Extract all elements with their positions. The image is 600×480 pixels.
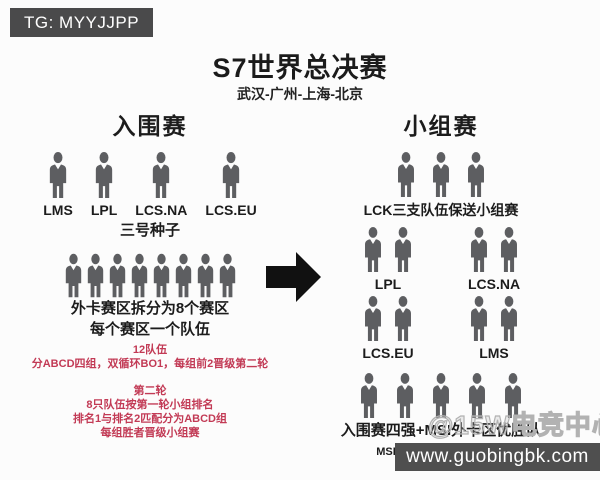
region-pairs-grid: LPL LCS.NA LCS.EU — [335, 227, 547, 365]
seed-teams-row: LMS LPL LCS.NA LCS.EU — [43, 152, 257, 218]
team-label: LCS.NA — [135, 202, 188, 218]
lck-caption: LCK三支队伍保送小组赛 — [363, 202, 519, 218]
format-note: 第二轮 — [133, 385, 167, 397]
person-icon — [153, 152, 170, 198]
person-icon — [501, 227, 517, 272]
tg-handle-banner: TG: MYYJJPP — [10, 8, 154, 37]
seed-caption: 三号种子 — [119, 222, 180, 239]
person-icon — [95, 152, 113, 198]
playin-section: 入围赛 LMS LPL LCS.NA — [28, 110, 272, 440]
team-label: LCS.NA — [467, 276, 521, 292]
team-pictograph — [92, 152, 116, 198]
person-icon — [398, 152, 414, 197]
site-url-banner: www.guobingbk.com — [395, 443, 600, 471]
team-pictograph-pair — [362, 227, 414, 272]
person-icon — [397, 373, 413, 418]
person-icon — [131, 253, 147, 298]
person-icon — [65, 253, 81, 298]
seed-team-lcs-eu: LCS.EU — [205, 152, 257, 218]
person-icon — [87, 253, 103, 298]
person-icon — [395, 296, 411, 341]
wildcard-line-2: 每个赛区一个队伍 — [89, 321, 210, 338]
team-pictograph — [219, 152, 243, 198]
team-pictograph-pair — [468, 296, 520, 341]
right-arrow-icon — [266, 251, 322, 303]
group-stage-section: 小组赛 LCK三支队伍保送小组赛 LPL — [335, 110, 547, 459]
person-icon — [501, 296, 517, 341]
qualifier-caption: 入围赛四强+MSI外卡区优胜队 — [340, 422, 542, 439]
team-label: LMS — [43, 202, 73, 218]
team-pictograph — [46, 152, 70, 198]
team-label: LPL — [374, 276, 402, 292]
person-icon — [49, 152, 67, 198]
region-lms: LMS — [441, 296, 547, 361]
person-icon — [219, 253, 235, 298]
person-icon — [153, 253, 169, 298]
person-icon — [175, 253, 191, 298]
person-icon — [361, 373, 377, 418]
person-icon — [365, 227, 381, 272]
team-label: LCS.EU — [362, 345, 414, 361]
person-icon — [468, 152, 484, 197]
site-url-label: www.guobingbk.com — [406, 446, 589, 467]
playin-heading: 入围赛 — [112, 113, 188, 139]
team-pictograph — [149, 152, 173, 198]
wildcard-line-1: 外卡赛区拆分为8个赛区 — [70, 300, 230, 317]
qualifier-teams-row — [357, 373, 525, 418]
team-pictograph-pair — [468, 227, 520, 272]
team-label: LPL — [90, 202, 118, 218]
person-icon — [469, 373, 485, 418]
format-note: 每组胜者晋级小组赛 — [100, 427, 200, 439]
format-note: 排名1与排名2匹配分为ABCD组 — [72, 413, 227, 425]
playin-format-notes: 12队伍 分ABCD四组，双循环BO1，每组前2晋级第二轮 第二轮 8只队伍按第… — [32, 343, 269, 440]
person-icon — [109, 253, 125, 298]
person-icon — [222, 152, 240, 198]
person-icon — [365, 296, 381, 341]
region-lpl: LPL — [335, 227, 441, 292]
person-icon — [433, 373, 449, 418]
person-icon — [471, 227, 487, 272]
seed-team-lpl: LPL — [91, 152, 117, 218]
lck-teams-row — [394, 152, 488, 197]
person-icon — [471, 296, 487, 341]
person-icon — [395, 227, 411, 272]
team-label: LCS.EU — [205, 202, 257, 218]
tg-handle-label: TG: MYYJJPP — [24, 12, 140, 32]
page-title: S7世界总决赛 — [212, 53, 388, 83]
format-note: 分ABCD四组，双循环BO1，每组前2晋级第二轮 — [31, 358, 269, 370]
team-pictograph-pair — [362, 296, 414, 341]
person-icon — [433, 152, 449, 197]
seed-team-lms: LMS — [43, 152, 73, 218]
page-subtitle: 武汉-广州-上海-北京 — [237, 86, 363, 102]
person-icon — [197, 253, 213, 298]
format-note: 8只队伍按第一轮小组排名 — [86, 399, 214, 411]
group-stage-heading: 小组赛 — [403, 113, 479, 139]
region-lcs-eu: LCS.EU — [335, 296, 441, 361]
seed-team-lcs-na: LCS.NA — [135, 152, 187, 218]
person-icon — [505, 373, 521, 418]
team-label: LMS — [479, 345, 509, 361]
format-note: 12队伍 — [132, 344, 168, 356]
region-lcs-na: LCS.NA — [441, 227, 547, 292]
wildcard-teams-row — [63, 253, 238, 298]
